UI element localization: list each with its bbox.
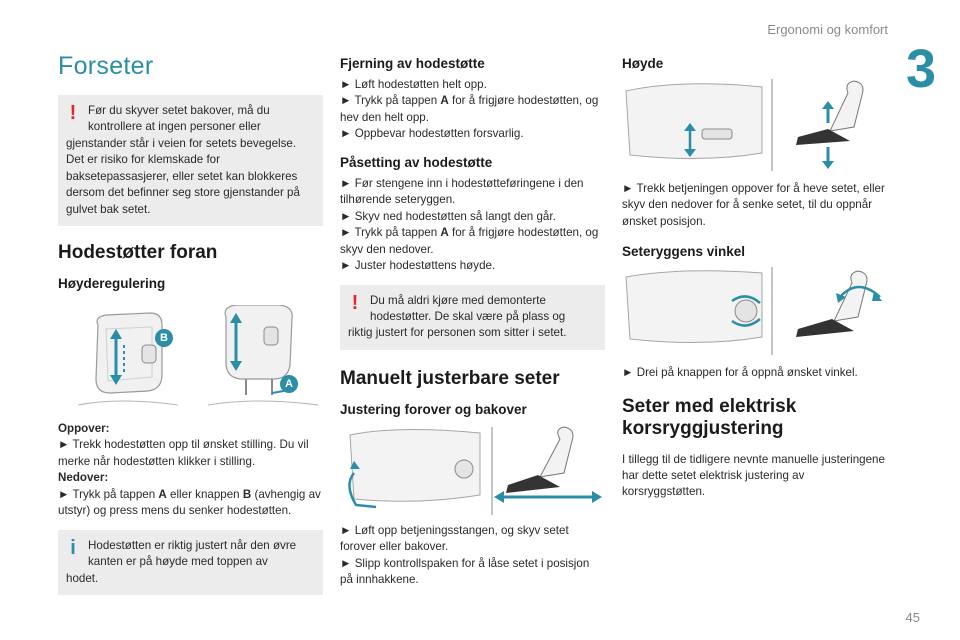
subsection-height: Høyde bbox=[622, 56, 664, 71]
down-text-b: B bbox=[242, 487, 252, 501]
info-note-rest: hodet. bbox=[66, 571, 99, 585]
subsection-height-adjustment: Høyderegulering bbox=[58, 276, 166, 292]
fitting-step-2: ► Skyv ned hodestøtten så langt den går. bbox=[340, 209, 556, 223]
lumbar-text: I tillegg til de tidligere nevnte manuel… bbox=[622, 452, 885, 499]
subsection-forward-back: Justering forover og bakover bbox=[340, 401, 527, 417]
forward-step-1: ► Løft opp betjeningsstangen, og skyv se… bbox=[340, 523, 569, 554]
warning-icon: ! bbox=[69, 102, 77, 124]
down-text-3: (avhengig av utstyr) og press mens du se… bbox=[58, 487, 321, 518]
seat-height-illustration bbox=[622, 79, 890, 171]
subsection-backrest-angle: Seteryggens vinkel bbox=[622, 244, 746, 260]
page-title: Forseter bbox=[58, 52, 154, 80]
fitting-steps: ► Før stengene inn i hodestøtteføringene… bbox=[340, 176, 605, 275]
info-note-headrest: i Hodestøtten er riktig justert når den … bbox=[58, 529, 323, 596]
info-icon: i bbox=[70, 536, 76, 559]
fitting-step-1: ► Før stengene inn i hodestøtteføringene… bbox=[340, 176, 584, 207]
label-a: A bbox=[280, 375, 298, 394]
warning-note-first-line: Du må aldri kjøre med demonterte hodestø… bbox=[370, 293, 566, 323]
down-text-a: A bbox=[158, 487, 167, 501]
instructions-up-down: Oppover: ► Trekk hodestøtten opp til øns… bbox=[58, 421, 323, 520]
height-instruction: ► Trekk betjeningen oppover for å heve s… bbox=[622, 182, 885, 228]
backrest-angle-illustration bbox=[622, 267, 890, 356]
seat-forward-back-illustration bbox=[340, 425, 605, 515]
up-label: Oppover: bbox=[58, 422, 110, 436]
headrest-drawing bbox=[77, 305, 319, 406]
page-number: 45 bbox=[905, 610, 920, 625]
section-electric-lumbar: Seter med elektrisk korsryggjustering bbox=[622, 395, 797, 439]
fitting-step-4: ► Juster hodestøttens høyde. bbox=[340, 259, 496, 273]
down-text-2: eller knappen bbox=[166, 487, 243, 501]
removal-step-1: ► Løft hodestøtten helt opp. bbox=[340, 78, 487, 91]
removal-step-2a: ► Trykk på tappen bbox=[340, 94, 441, 108]
headrest-illustration: B A bbox=[58, 305, 323, 415]
removal-step-2c: for å frigjøre hodestøtten, og hev den h… bbox=[340, 94, 599, 124]
subsection-headrest-removal: Fjerning av hodestøtte bbox=[340, 56, 485, 71]
fitting-step-3b: A bbox=[440, 226, 449, 240]
warning-note-headrests: ! Du må aldri kjøre med demonterte hodes… bbox=[340, 284, 605, 350]
section-manual-seats: Manuelt justerbare seter bbox=[340, 367, 560, 389]
down-label: Nedover: bbox=[58, 471, 109, 485]
section-front-headrests: Hodestøtter foran bbox=[58, 242, 218, 264]
fitting-step-3c: for å frigjøre hodestøtten, og skyv den … bbox=[340, 226, 599, 256]
warning-note-rest: gjenstander står i veien for setets beve… bbox=[66, 136, 300, 216]
removal-step-2b: A bbox=[440, 94, 449, 108]
angle-instruction: ► Drei på knappen for å oppnå ønsket vin… bbox=[622, 366, 858, 380]
forward-step-2: ► Slipp kontrollspaken for å låse setet … bbox=[340, 556, 590, 587]
warning-note-seat-back: ! Før du skyver setet bakover, må du kon… bbox=[58, 95, 323, 227]
warning-note-rest: riktig justert for personen som sitter i… bbox=[348, 326, 567, 340]
down-text-1: ► Trykk på tappen bbox=[58, 487, 159, 501]
info-note-first-line: Hodestøtten er riktig justert når den øv… bbox=[88, 538, 297, 569]
chapter-title: Ergonomi og komfort bbox=[767, 22, 888, 37]
removal-steps: ► Løft hodestøtten helt opp. ► Trykk på … bbox=[340, 77, 605, 143]
column-3: Høyde ► Trekk betjeningen oppover for å … bbox=[622, 52, 890, 501]
forward-back-steps: ► Løft opp betjeningsstangen, og skyv se… bbox=[340, 523, 605, 589]
seat-forward-back-drawing bbox=[348, 426, 602, 515]
fitting-step-3a: ► Trykk på tappen bbox=[340, 226, 441, 240]
chapter-number: 3 bbox=[905, 39, 936, 99]
warning-note-first-line: Før du skyver setet bakover, må du kontr… bbox=[88, 104, 270, 134]
up-text: ► Trekk hodestøtten opp til ønsket still… bbox=[58, 438, 309, 468]
label-b: B bbox=[155, 329, 173, 348]
column-2: Fjerning av hodestøtte ► Løft hodestøtte… bbox=[340, 52, 605, 589]
backrest-angle-drawing bbox=[625, 267, 882, 356]
column-1: Forseter ! Før du skyver setet bakover, … bbox=[58, 52, 323, 596]
removal-step-3: ► Oppbevar hodestøtten forsvarlig. bbox=[340, 127, 524, 141]
seat-height-drawing bbox=[625, 79, 864, 171]
warning-icon: ! bbox=[351, 291, 359, 314]
subsection-headrest-fitting: Påsetting av hodestøtte bbox=[340, 154, 493, 170]
